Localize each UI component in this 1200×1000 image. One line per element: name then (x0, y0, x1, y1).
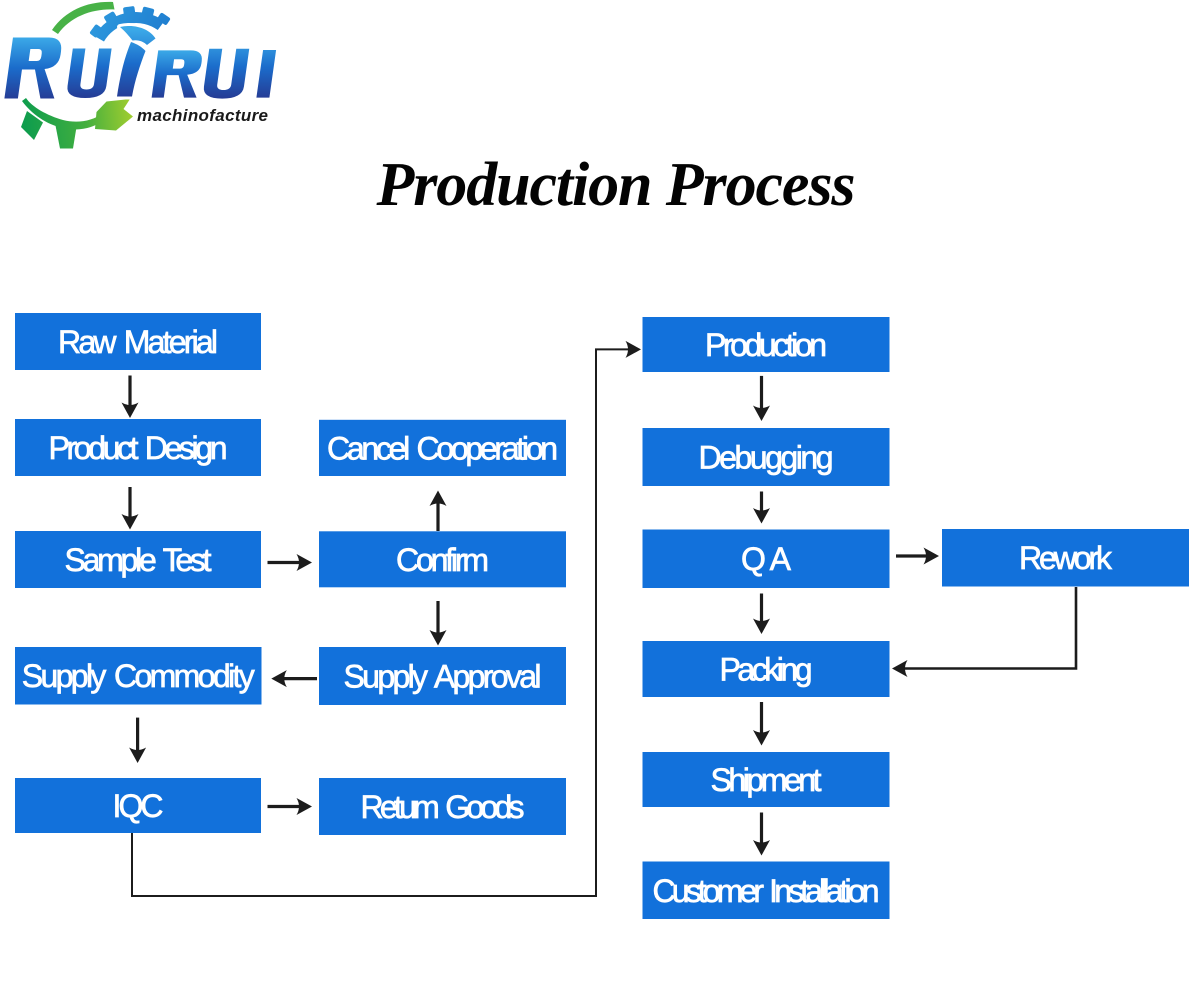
svg-text:Supply Commodity: Supply Commodity (22, 658, 255, 694)
svg-text:Retum Goods: Retum Goods (361, 789, 525, 825)
svg-text:Product Design: Product Design (49, 430, 228, 466)
svg-text:Production: Production (705, 327, 827, 363)
svg-text:machinofacture: machinofacture (137, 106, 268, 125)
svg-text:Cancel Cooperation: Cancel Cooperation (327, 430, 558, 466)
svg-text:Supply Approval: Supply Approval (344, 659, 542, 695)
svg-text:Production Process: Production Process (376, 151, 856, 219)
svg-text:Shipment: Shipment (711, 762, 822, 798)
svg-text:Customer Installation: Customer Installation (653, 873, 880, 909)
svg-text:Raw Material: Raw Material (58, 324, 218, 360)
svg-text:Confirm: Confirm (396, 542, 489, 578)
svg-text:Packing: Packing (720, 652, 813, 688)
svg-text:IQC: IQC (113, 788, 164, 824)
svg-text:Sample Test: Sample Test (65, 542, 212, 578)
svg-text:Rework: Rework (1019, 540, 1113, 576)
svg-text:Debugging: Debugging (699, 440, 834, 476)
